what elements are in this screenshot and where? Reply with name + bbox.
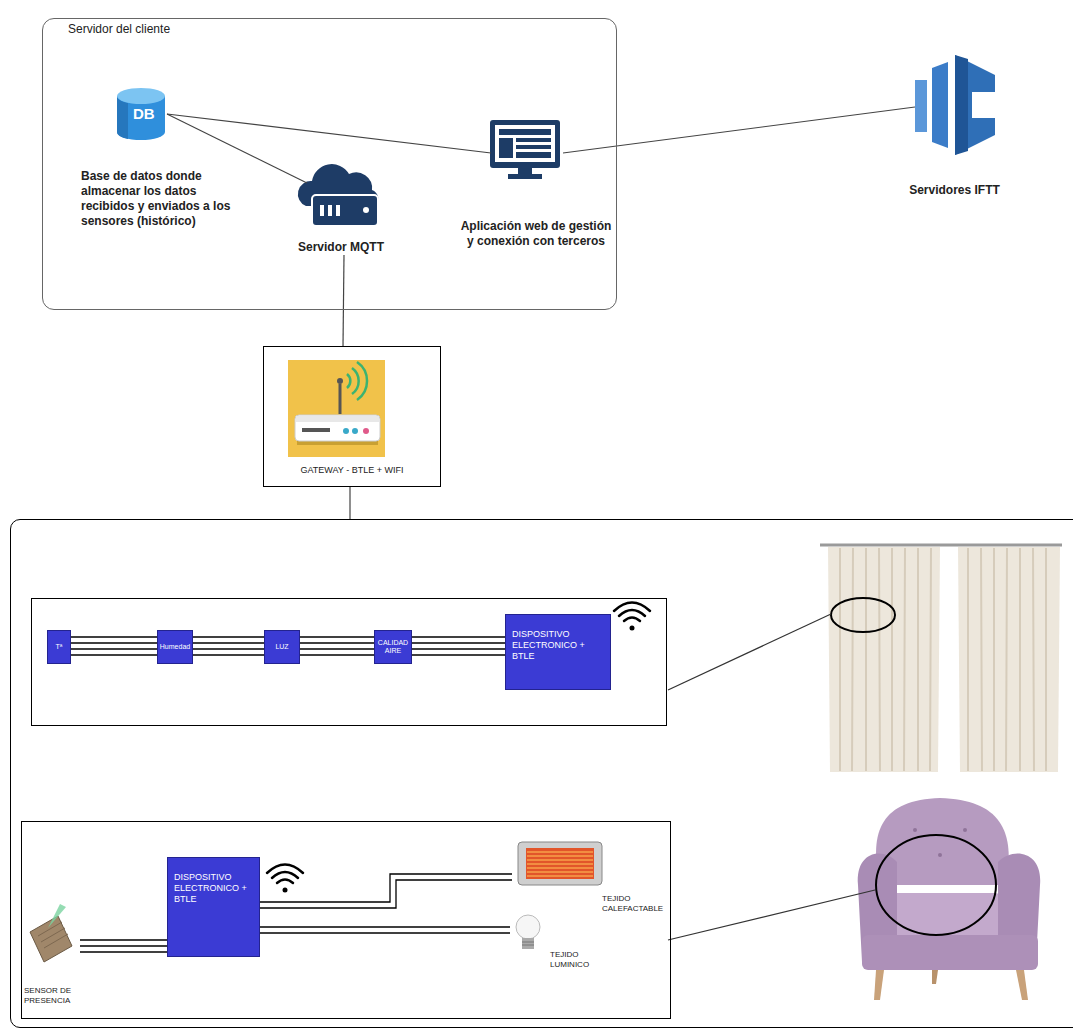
connector xyxy=(260,874,512,908)
device-box: DISPOSITIVO ELECTRONICO + BTLE xyxy=(505,614,611,690)
group-box: Servidor del clienteDB Base de datos dond… xyxy=(42,18,617,310)
connector-line xyxy=(412,648,505,649)
sensor-box: Humedad xyxy=(157,630,193,664)
connector-line xyxy=(260,874,512,902)
actuator-node: TEJIDO CALEFACTABLE xyxy=(512,840,668,914)
connector-line xyxy=(71,648,157,649)
connector-line xyxy=(80,951,167,952)
connector-line xyxy=(260,880,512,908)
armchair-illustration xyxy=(668,798,1040,1000)
node-label: Servidor MQTT xyxy=(286,240,396,255)
connector xyxy=(193,637,264,655)
connector-line xyxy=(71,642,157,643)
connector xyxy=(71,637,157,655)
connector xyxy=(260,927,510,933)
connector-line xyxy=(260,926,510,927)
connector-line xyxy=(300,654,374,655)
node-label: TEJIDO CALEFACTABLE xyxy=(602,894,668,914)
node-label: Aplicación web de gestión y conexión con… xyxy=(456,219,616,249)
presence-sensor-icon xyxy=(30,904,72,962)
router-icon xyxy=(288,360,385,457)
device-panel: SENSOR DE PRESENCIA DISPOSITIVO ELECTRONI… xyxy=(21,821,671,1019)
bulb-icon xyxy=(516,915,540,949)
node-label: Humedad xyxy=(160,643,190,651)
sensor-box: LUZ xyxy=(264,630,300,664)
device-box: DISPOSITIVO ELECTRONICO + BTLE xyxy=(167,857,260,957)
connector xyxy=(343,255,344,346)
database-icon xyxy=(117,88,165,140)
presence-sensor-node: SENSOR DE PRESENCIA xyxy=(24,914,80,1006)
connector-line xyxy=(260,932,510,933)
connector-line xyxy=(167,114,491,153)
node-label: DISPOSITIVO ELECTRONICO + BTLE xyxy=(512,629,604,662)
connector-line xyxy=(349,487,350,519)
device-area: Tª Humedad LUZ CALIDAD AIRE DISPOSITIVO ELEC… xyxy=(10,519,1073,1028)
monitor-icon xyxy=(490,120,560,179)
cloud-server-icon xyxy=(298,164,379,226)
heater-icon xyxy=(518,842,602,885)
node-label: GATEWAY - BTLE + WIFI xyxy=(264,465,440,476)
connector-line xyxy=(343,255,344,346)
connector xyxy=(563,107,915,153)
node-label: Tª xyxy=(56,643,63,651)
connector xyxy=(350,487,351,519)
connector-line xyxy=(193,636,264,637)
wifi-symbol xyxy=(267,865,303,893)
node-label: TEJIDO LUMINICO xyxy=(550,950,610,970)
connector-line xyxy=(412,636,505,637)
connector-line xyxy=(71,636,157,637)
connector-line xyxy=(563,107,915,153)
node-label: SENSOR DE PRESENCIA xyxy=(24,986,80,1006)
cloud-service-icon xyxy=(915,55,995,155)
connector-line xyxy=(193,654,264,655)
connector xyxy=(300,637,374,655)
node-label: DISPOSITIVO ELECTRONICO + BTLE xyxy=(174,872,253,905)
connector-line xyxy=(193,642,264,643)
connector xyxy=(412,637,505,655)
connector-line xyxy=(412,654,505,655)
connector-line xyxy=(193,648,264,649)
connector xyxy=(167,114,491,153)
sensor-box: CALIDAD AIRE xyxy=(374,630,412,664)
curtain-illustration xyxy=(668,545,1062,772)
node-label: CALIDAD AIRE xyxy=(376,639,410,655)
actuator-node: TEJIDO LUMINICO xyxy=(510,914,610,970)
server-node: Servidor MQTT xyxy=(286,169,396,255)
wifi-symbol xyxy=(614,603,650,631)
connector-line xyxy=(300,642,374,643)
cloud-service-node: Servidores IFTT xyxy=(892,55,1017,198)
gateway-box: GATEWAY - BTLE + WIFI xyxy=(263,346,441,487)
connector-line xyxy=(300,636,374,637)
node-label: Servidores IFTT xyxy=(892,183,1017,198)
connector-line xyxy=(300,648,374,649)
database-node: DB Base de datos donde almacenar los dato… xyxy=(81,86,241,229)
webapp-node: Aplicación web de gestión y conexión con… xyxy=(456,119,616,249)
node-label: DB xyxy=(133,105,163,123)
node-label: Base de datos donde almacenar los datos … xyxy=(81,169,241,229)
sensor-box: Tª xyxy=(47,630,71,664)
node-label: Servidor del cliente xyxy=(63,22,175,37)
device-panel: Tª Humedad LUZ CALIDAD AIRE DISPOSITIVO ELEC… xyxy=(31,598,667,726)
connector xyxy=(80,940,167,952)
connector-line xyxy=(80,939,167,940)
node-label: LUZ xyxy=(275,643,288,651)
connector-line xyxy=(71,654,157,655)
connector-line xyxy=(80,945,167,946)
connector-line xyxy=(412,642,505,643)
